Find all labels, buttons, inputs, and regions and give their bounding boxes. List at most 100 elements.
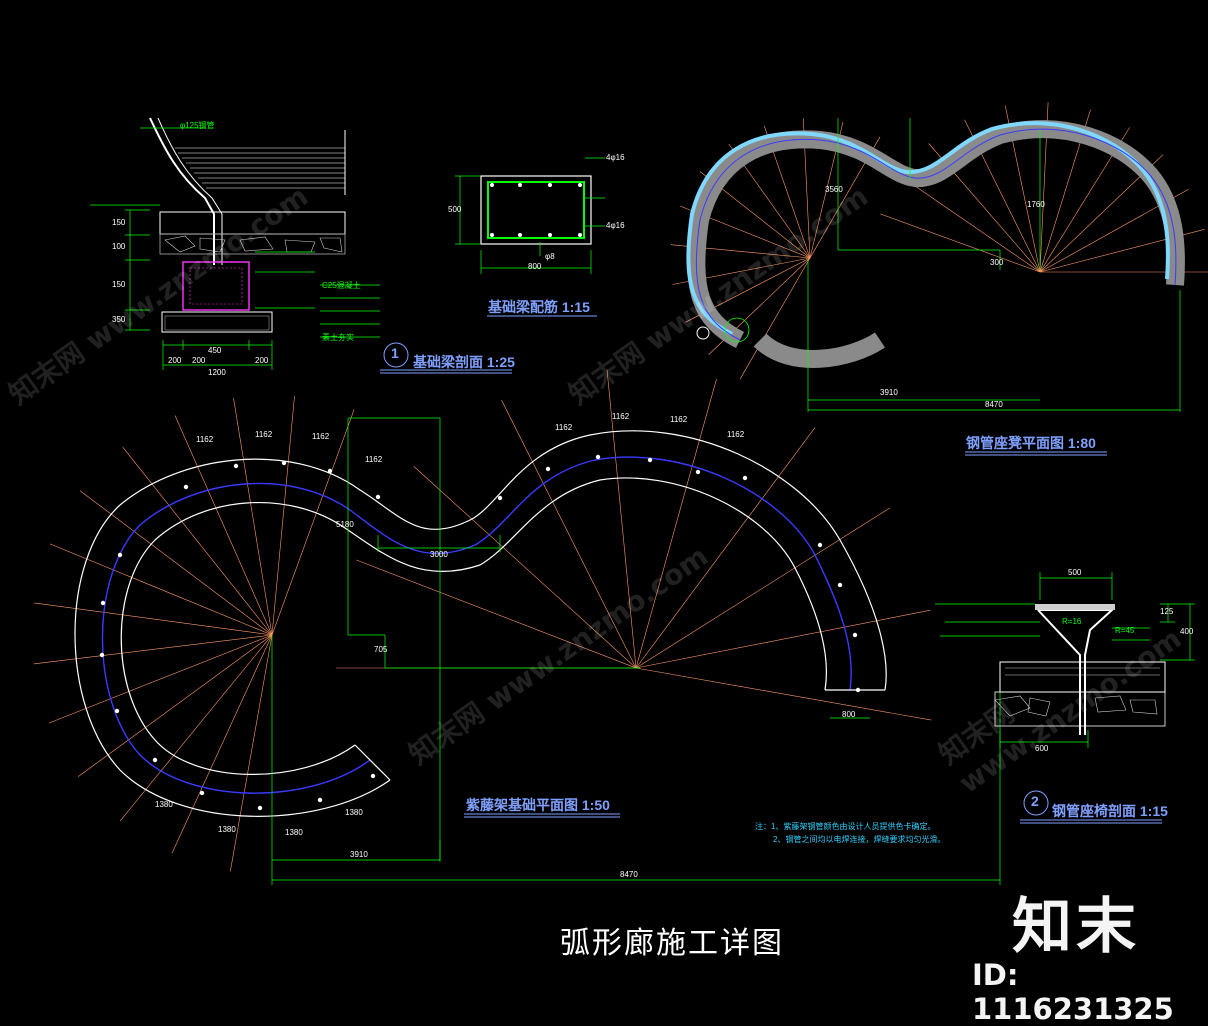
rebar-label: 4φ16 xyxy=(606,153,625,162)
dimension-label: 1200 xyxy=(208,368,226,377)
construction-line xyxy=(635,507,890,669)
dimension-label: 1760 xyxy=(1027,200,1045,209)
main-title: 弧形廊施工详图 xyxy=(560,926,784,961)
beam-rebar-drawing xyxy=(455,157,605,274)
dimension-label: 1380 xyxy=(345,808,363,817)
dimension-label: 200 xyxy=(168,356,182,365)
dimension-label: 450 xyxy=(208,346,222,355)
construction-line xyxy=(899,175,1041,273)
construction-line xyxy=(230,634,273,872)
post-marker xyxy=(837,582,843,588)
post-marker xyxy=(114,708,120,714)
construction-line xyxy=(271,396,295,636)
dimension-label: 1162 xyxy=(727,430,745,439)
dimension-label: 350 xyxy=(112,315,126,324)
beam-section-drawing xyxy=(90,117,380,370)
construction-line xyxy=(635,667,932,721)
dimension-label: 1162 xyxy=(365,455,383,464)
drawing-number: 1 xyxy=(391,345,399,361)
construction-line xyxy=(122,446,273,636)
dimension-label: 100 xyxy=(112,242,126,251)
bench-section-title: 钢管座椅剖面 1:15 xyxy=(1052,803,1168,819)
dimension-label: 150 xyxy=(112,218,126,227)
construction-line xyxy=(34,602,273,636)
dimension-label: 3560 xyxy=(825,185,843,194)
construction-line xyxy=(413,466,637,669)
construction-line xyxy=(78,634,273,777)
pergola-foundation-drawing xyxy=(33,369,1001,885)
post-marker xyxy=(817,542,823,548)
dimension-label: 300 xyxy=(990,258,1004,267)
construction-line xyxy=(635,378,717,669)
dimension-label: 600 xyxy=(1035,744,1049,753)
dimension-label: 500 xyxy=(1068,568,1082,577)
post-marker xyxy=(100,600,106,606)
beam-rebar-title: 基础梁配筋 1:15 xyxy=(488,299,590,315)
construction-line xyxy=(48,634,273,724)
dimension-label: 800 xyxy=(842,710,856,719)
construction-line xyxy=(233,398,273,636)
dimension-label: 1162 xyxy=(670,415,688,424)
dimension-label: 8470 xyxy=(985,400,1003,409)
radius-label: R=16 xyxy=(1062,617,1082,626)
post-marker xyxy=(370,773,376,779)
post-marker xyxy=(233,463,239,469)
dimension-label: 800 xyxy=(528,262,542,271)
post-marker xyxy=(257,805,263,811)
post-marker xyxy=(695,469,701,475)
construction-line xyxy=(606,369,637,669)
post-marker xyxy=(183,484,189,490)
dimension-label: 5180 xyxy=(336,520,354,529)
dimension-label: 125 xyxy=(1160,607,1174,616)
bench-plan-drawing xyxy=(670,102,1208,412)
construction-line xyxy=(174,415,273,636)
title-underlines xyxy=(380,315,1162,824)
radius-label: R=45 xyxy=(1115,626,1135,635)
construction-line xyxy=(739,257,811,380)
construction-line xyxy=(171,634,273,854)
dimension-label: 3910 xyxy=(880,388,898,397)
post-marker xyxy=(117,552,123,558)
post-marker xyxy=(647,457,653,463)
post-marker xyxy=(327,468,333,474)
dimension-label: 1380 xyxy=(218,825,236,834)
post-marker xyxy=(99,652,105,658)
callout-label: 素土夯实 xyxy=(322,333,354,342)
dimension-label: 150 xyxy=(112,280,126,289)
post-marker xyxy=(497,495,503,501)
post-marker xyxy=(317,797,323,803)
dimension-label: 400 xyxy=(1180,627,1194,636)
construction-line xyxy=(271,409,355,636)
dimension-label: 1380 xyxy=(285,828,303,837)
dimension-label: 1162 xyxy=(255,430,273,439)
callout-label: C25混凝土 xyxy=(322,281,361,290)
dimension-label: 200 xyxy=(192,356,206,365)
post-marker xyxy=(199,790,205,796)
construction-line xyxy=(635,609,931,669)
note-line: 2、钢管之间均以电焊连接，焊缝要求均匀光滑。 xyxy=(773,835,946,844)
construction-line xyxy=(355,559,637,669)
callout-label: φ125钢管 xyxy=(180,121,215,130)
note-line: 注：1、紫藤架钢管颜色由设计人员提供色卡确定。 xyxy=(755,822,936,831)
bench-section-drawing xyxy=(935,572,1195,748)
dimension-label: 8470 xyxy=(620,870,638,879)
post-marker xyxy=(855,687,861,693)
post-marker xyxy=(545,466,551,472)
dimension-label: 1162 xyxy=(555,423,573,432)
post-marker xyxy=(375,494,381,500)
dimension-label: 1380 xyxy=(155,800,173,809)
construction-line xyxy=(635,427,816,669)
post-marker xyxy=(595,454,601,460)
dimension-label: 3000 xyxy=(430,550,448,559)
dimension-label: 500 xyxy=(448,205,462,214)
post-marker xyxy=(742,475,748,481)
post-marker xyxy=(852,632,858,638)
construction-line xyxy=(501,399,637,669)
post-marker xyxy=(152,757,158,763)
dimension-label: 1162 xyxy=(196,435,214,444)
brand-id: ID: 1116231325 xyxy=(972,958,1174,1026)
construction-line xyxy=(79,490,273,636)
bench-plan-title: 钢管座凳平面图 1:80 xyxy=(966,435,1096,451)
rebar-label: φ8 xyxy=(545,252,555,261)
dimension-label: 705 xyxy=(374,645,388,654)
